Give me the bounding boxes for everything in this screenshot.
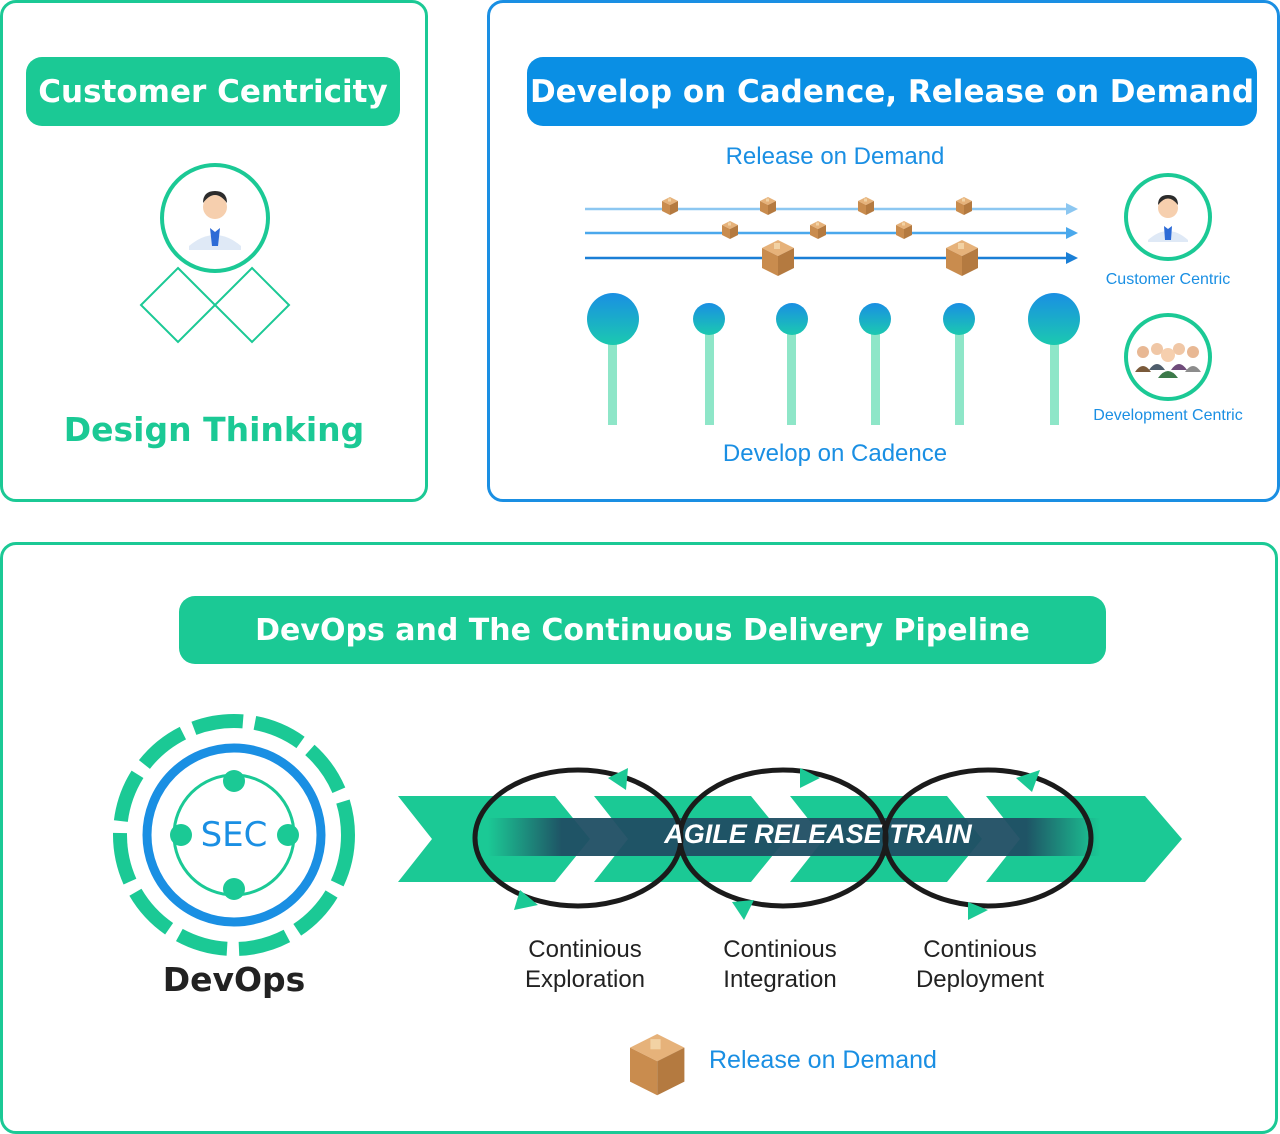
customer-centricity-title: Customer Centricity xyxy=(26,57,400,126)
cadence-pins xyxy=(587,293,1080,425)
customer-centric-label: Customer Centric xyxy=(1105,271,1231,288)
stage-deployment-line2: Deployment xyxy=(915,966,1045,993)
legend-release-on-demand-label: Release on Demand xyxy=(709,1046,937,1074)
devops-label: DevOps xyxy=(162,960,306,999)
release-on-demand-label: Release on Demand xyxy=(725,143,945,170)
businessman-icon xyxy=(1124,173,1212,261)
devops-ring xyxy=(113,714,355,956)
loop-arrows xyxy=(514,768,1040,920)
pipeline-loops xyxy=(472,767,1094,909)
pipeline-title: DevOps and The Continuous Delivery Pipel… xyxy=(179,596,1106,664)
design-thinking-label: Design Thinking xyxy=(63,410,365,449)
team-icon xyxy=(1124,313,1212,401)
businessman-icon xyxy=(160,163,270,273)
design-thinking-diamonds xyxy=(139,266,291,344)
stage-integration-line2: Integration xyxy=(723,966,837,993)
stage-deployment-line1: Continious xyxy=(923,936,1037,963)
stage-integration-line1: Continious xyxy=(723,936,837,963)
stage-exploration-line1: Continious xyxy=(528,936,642,963)
cadence-title: Develop on Cadence, Release on Demand xyxy=(527,57,1257,126)
stage-exploration-line2: Exploration xyxy=(524,966,646,993)
development-centric-label: Development Centric xyxy=(1093,407,1243,424)
devops-center-label: SEC xyxy=(200,815,268,855)
agile-release-train-bar xyxy=(488,818,1100,856)
package-icon xyxy=(630,1034,685,1096)
agile-release-train-label: AGILE RELEASE TRAIN xyxy=(664,819,972,849)
develop-on-cadence-label: Develop on Cadence xyxy=(722,440,948,467)
